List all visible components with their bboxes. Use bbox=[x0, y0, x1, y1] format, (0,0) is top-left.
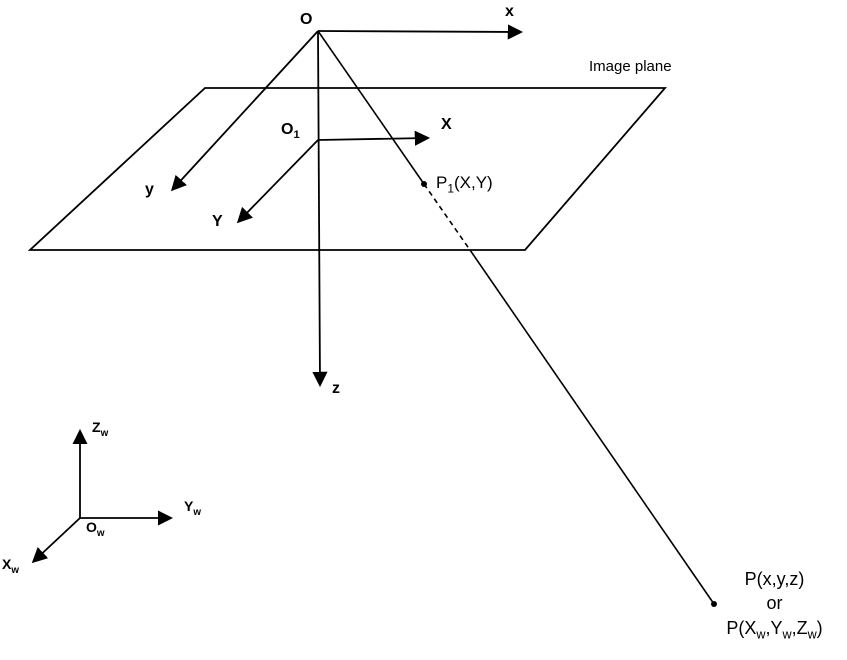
camera-y-text: y bbox=[145, 181, 154, 198]
point-p1-dot bbox=[421, 181, 427, 187]
world-origin-text: O bbox=[86, 519, 97, 535]
image-plane-text: Image plane bbox=[589, 58, 672, 75]
camera-z-text: z bbox=[332, 380, 340, 397]
point-p-world-part4: ) bbox=[816, 617, 823, 638]
label-plane-x-axis: X bbox=[441, 116, 452, 134]
world-x-text: X bbox=[2, 556, 12, 572]
label-camera-x-axis: x bbox=[505, 3, 514, 21]
point-p-line1: P(x,y,z) bbox=[702, 567, 847, 591]
world-x-sub: w bbox=[11, 564, 19, 576]
projection-ray-dashed bbox=[423, 183, 471, 251]
point-p-line3: P(Xw,Yw,Zw) bbox=[702, 616, 847, 644]
label-world-y-axis: Yw bbox=[184, 498, 201, 519]
camera-y-axis-line bbox=[170, 30, 319, 192]
point-p-or-text: or bbox=[766, 593, 783, 614]
camera-x-axis-line bbox=[317, 24, 524, 40]
camera-x-text: x bbox=[505, 3, 514, 20]
p1-main-text: P bbox=[436, 173, 448, 192]
point-p-dot bbox=[711, 601, 717, 607]
label-camera-y-axis: y bbox=[145, 181, 154, 199]
label-world-z-axis: Zw bbox=[92, 419, 109, 440]
camera-origin-text: O bbox=[300, 11, 313, 28]
label-world-origin: Ow bbox=[86, 519, 105, 540]
label-camera-z-axis: z bbox=[332, 380, 340, 398]
point-p-world-part1: P(X bbox=[726, 617, 757, 638]
label-camera-origin: O bbox=[300, 11, 312, 29]
p1-coords-text: (X,Y) bbox=[453, 173, 493, 192]
plane-y-text: Y bbox=[212, 213, 223, 230]
point-p-world-sub3: w bbox=[807, 627, 817, 642]
plane-origin-text: O bbox=[281, 121, 294, 138]
point-p-world-part3: ,Z bbox=[791, 617, 808, 638]
label-point-p: P(x,y,z) or P(Xw,Yw,Zw) bbox=[702, 567, 847, 643]
p1-sub-text: 1 bbox=[447, 181, 454, 196]
camera-z-axis-line bbox=[312, 30, 328, 388]
point-p-world-sub2: w bbox=[782, 627, 792, 642]
label-image-plane: Image plane bbox=[589, 58, 672, 76]
projection-ray-upper bbox=[317, 30, 425, 185]
projection-ray-lower bbox=[469, 249, 715, 605]
image-plane-shape bbox=[27, 87, 667, 251]
point-p-line2: or bbox=[702, 591, 847, 615]
label-plane-origin: O1 bbox=[281, 121, 300, 142]
point-p-world-sub1: w bbox=[756, 627, 766, 642]
point-p-world-part2: ,Y bbox=[765, 617, 783, 638]
label-plane-y-axis: Y bbox=[212, 213, 223, 231]
label-point-p1: P1(X,Y) bbox=[436, 173, 493, 196]
world-y-sub: w bbox=[193, 506, 201, 518]
label-world-x-axis: Xw bbox=[2, 556, 19, 577]
world-z-text: Z bbox=[92, 419, 101, 435]
world-x-axis-line bbox=[31, 517, 81, 564]
point-p-coords-camera: P(x,y,z) bbox=[744, 569, 805, 589]
plane-x-text: X bbox=[441, 116, 452, 133]
plane-x-axis-line bbox=[317, 130, 431, 146]
plane-y-axis-line bbox=[236, 139, 319, 224]
world-origin-sub: w bbox=[96, 527, 105, 539]
plane-origin-sub: 1 bbox=[293, 129, 300, 142]
world-z-sub: w bbox=[100, 427, 109, 439]
world-y-text: Y bbox=[184, 498, 194, 514]
